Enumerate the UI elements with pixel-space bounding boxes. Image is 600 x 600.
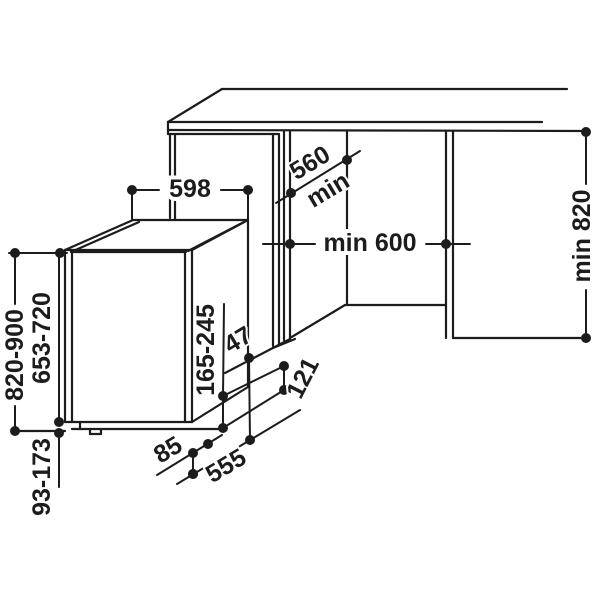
dim-overall-height: 820-900 [0, 248, 68, 436]
dim-niche-height: min 820 [566, 127, 598, 343]
dim-label-598: 598 [169, 175, 211, 203]
dim-label-165-245: 165-245 [192, 304, 220, 396]
dim-connection-zone: 165-245 [190, 302, 228, 433]
dim-label-653-720: 653-720 [28, 292, 56, 384]
dim-appliance-width: 598 [127, 171, 253, 220]
dim-label-85: 85 [149, 431, 187, 469]
dim-niche-width: min 600 [262, 225, 471, 261]
countertop [166, 87, 586, 136]
dim-label-93-173: 93-173 [28, 438, 56, 516]
dim-label-min820: min 820 [568, 189, 596, 282]
dim-door-height: 653-720 [26, 252, 64, 438]
dim-label-min600: min 600 [323, 229, 416, 257]
right-cabinet [444, 129, 588, 340]
dim-label-555: 555 [201, 443, 251, 489]
dim-offset-121: 121 [222, 351, 327, 429]
dim-plinth-height: 93-173 [26, 432, 60, 518]
dim-label-121: 121 [281, 353, 325, 403]
dim-label-820-900: 820-900 [1, 309, 29, 401]
left-cabinet-panel [168, 132, 297, 350]
